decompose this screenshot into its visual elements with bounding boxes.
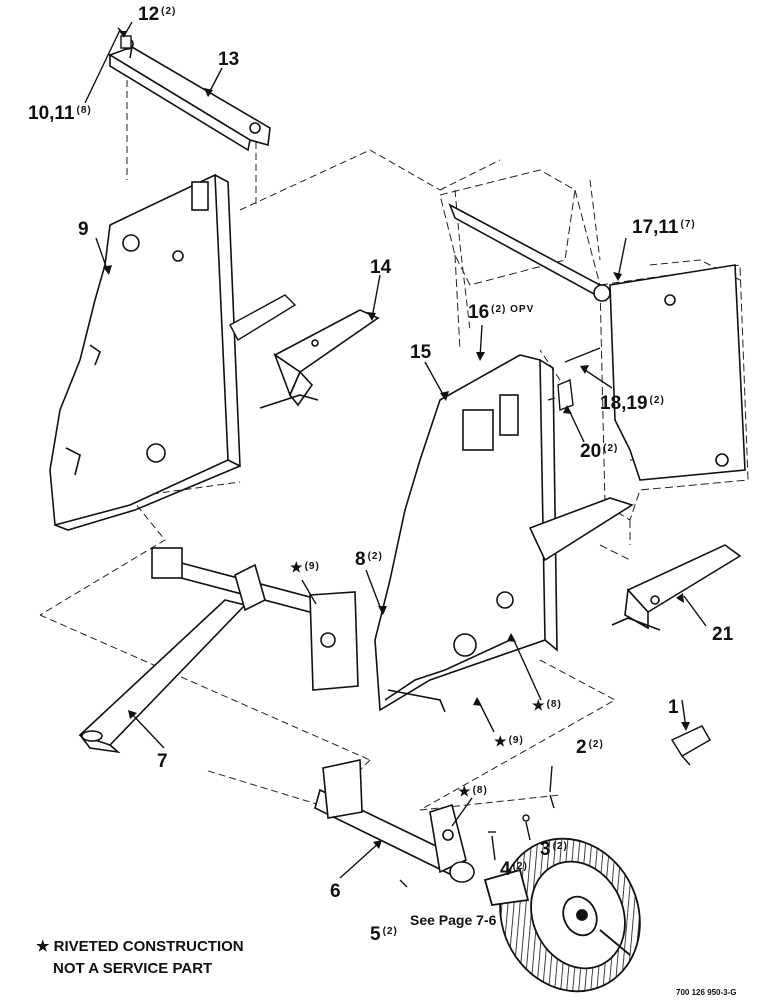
callout-12-number: 12: [138, 4, 160, 25]
callout-21-number: 21: [712, 624, 734, 645]
riveted-callout-d-qty: (8): [472, 785, 488, 796]
callout-17-11: 17,11(7): [632, 218, 696, 237]
callout-5-number: 5: [370, 924, 381, 945]
wheel-tire: [483, 837, 641, 993]
riveted-star-icon: ★: [494, 733, 507, 749]
callout-14-number: 14: [370, 257, 392, 278]
callout-13: 13: [218, 50, 239, 69]
part-14-bracket: [259, 309, 380, 409]
part-1-clip: [670, 725, 712, 766]
callout-8-qty: (2): [367, 551, 383, 562]
rear-frame-ghost: [439, 169, 749, 561]
callout-2-qty: (2): [588, 739, 604, 750]
callout-18-19: 18,19(2): [600, 394, 665, 413]
riveted-star-icon: ★: [532, 697, 545, 713]
part-7-tongue: [78, 547, 359, 754]
callout-5: 5(2): [370, 925, 398, 944]
callout-17-11-qty: (7): [680, 219, 696, 230]
callout-16-qty: (2) OPV: [491, 304, 535, 315]
callout-12-qty: (2): [161, 6, 177, 17]
callout-7: 7: [157, 752, 168, 771]
riveted-callout-d: ★(8): [458, 784, 488, 798]
part-20-bracket: [547, 378, 574, 411]
callout-5-qty: (2): [382, 926, 398, 937]
part-9-left-sheet: [49, 173, 241, 531]
riveted-star-icon: ★: [458, 783, 471, 799]
callout-18-19-qty: (2): [649, 395, 665, 406]
callout-20-qty: (2): [603, 443, 619, 454]
callout-15-number: 15: [410, 342, 432, 363]
callout-6: 6: [330, 882, 341, 901]
arrowheads: [103, 31, 690, 849]
part-18-19-pin: [564, 347, 601, 363]
riveted-star-icon: ★: [290, 559, 303, 575]
axle-hardware: [399, 794, 555, 888]
callout-6-number: 6: [330, 881, 341, 902]
riveted-note: ★ RIVETED CONSTRUCTION NOT A SERVICE PAR…: [36, 936, 244, 980]
riveted-callout-b-qty: (8): [546, 699, 562, 710]
callout-1: 1: [668, 698, 679, 717]
callout-9-number: 9: [78, 219, 89, 240]
callout-16-number: 16: [468, 302, 490, 323]
rear-frame-right: [609, 264, 746, 481]
part-13-top-beam: [108, 38, 271, 152]
callout-14: 14: [370, 258, 391, 277]
drawing-code: 700 126 950-3-G: [676, 988, 737, 997]
callout-16: 16(2) OPV: [468, 303, 534, 322]
callout-15: 15: [410, 343, 431, 362]
callout-10-11-qty: (8): [76, 105, 92, 116]
callout-9: 9: [78, 220, 89, 239]
callout-3: 3(2): [540, 840, 568, 859]
left-cross-member: [229, 294, 297, 341]
callout-20-number: 20: [580, 441, 602, 462]
callout-2-number: 2: [576, 737, 587, 758]
part-15-center-frame: [374, 354, 634, 713]
part-17-cross-shaft: [448, 203, 611, 302]
callout-1-number: 1: [668, 697, 679, 718]
riveted-callout-c: ★(9): [494, 734, 524, 748]
callout-18-19-number: 18,19: [600, 393, 648, 414]
callout-17-11-number: 17,11: [632, 217, 679, 238]
callout-10-11-number: 10,11: [28, 103, 75, 124]
callout-3-number: 3: [540, 839, 551, 860]
leader-arrows: [84, 21, 707, 879]
callout-7-number: 7: [157, 751, 168, 772]
callout-21: 21: [712, 625, 733, 644]
part-6-axle: [314, 759, 475, 883]
callout-13-number: 13: [218, 49, 240, 70]
riveted-callout-b: ★(8): [532, 698, 562, 712]
callout-8: 8(2): [355, 550, 383, 569]
riveted-callout-c-qty: (9): [508, 735, 524, 746]
callout-3-qty: (2): [552, 841, 568, 852]
riveted-callout-a-qty: (9): [304, 561, 320, 572]
riveted-callout-a: ★(9): [290, 560, 320, 574]
riveted-note-line-2: NOT A SERVICE PART: [53, 959, 213, 977]
callout-4-number: 4: [500, 859, 511, 880]
callout-20: 20(2): [580, 442, 618, 461]
part-21-bracket: [611, 544, 742, 631]
callout-2: 2(2): [576, 738, 604, 757]
see-page-reference: See Page 7-6: [410, 912, 497, 928]
callout-4-qty: (2): [512, 861, 528, 872]
callout-12: 12(2): [138, 5, 176, 24]
callout-10-11: 10,11(8): [28, 104, 92, 123]
callout-8-number: 8: [355, 549, 366, 570]
riveted-note-line-1: ★ RIVETED CONSTRUCTION: [36, 938, 244, 955]
callout-4: 4(2): [500, 860, 528, 879]
